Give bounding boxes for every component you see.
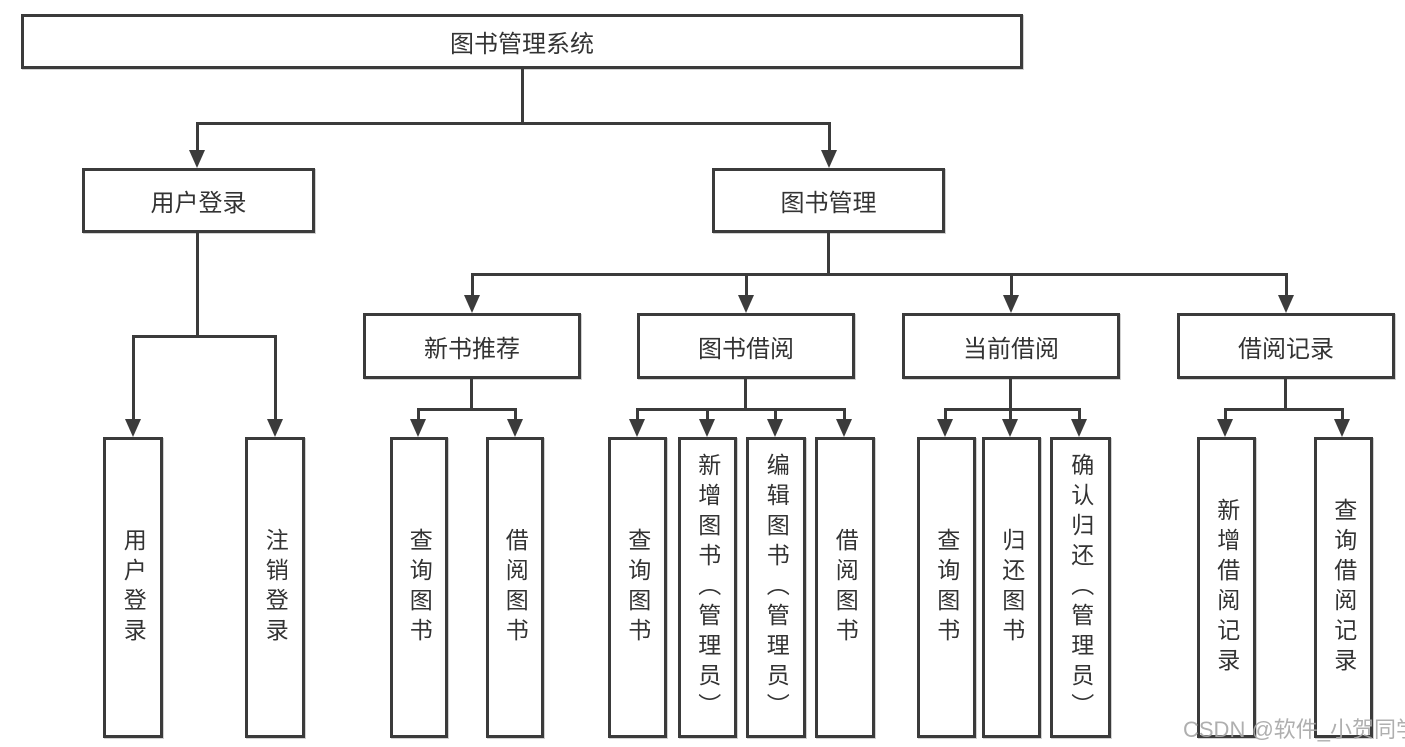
connector-recommend-stem [470, 379, 473, 408]
connector-records-drop-1 [1224, 408, 1227, 420]
node-label: 新增借阅记录 [1213, 497, 1240, 678]
leaf-user-login: 用户登录 [103, 437, 163, 738]
connector-borrowing-stem [744, 379, 747, 408]
connector-borrowing-rail [636, 408, 846, 411]
connector-mgmt-drop-1 [471, 273, 474, 297]
connector-current-rail [944, 408, 1081, 411]
node-label: 查询借阅记录 [1330, 497, 1357, 678]
arrowhead-borrowing-records [1278, 295, 1294, 313]
node-label: 图书管理 [780, 190, 877, 217]
node-borrowing-records: 借阅记录 [1177, 313, 1395, 379]
arrowhead-leaf-user-login [125, 419, 141, 437]
arrowhead-book-management [821, 150, 837, 168]
node-book-management: 图书管理 [712, 168, 945, 233]
connector-current-drop-2 [1009, 408, 1012, 420]
node-label: 借阅图书 [502, 527, 529, 648]
connector-records-drop-2 [1341, 408, 1344, 420]
node-book-borrowing: 图书借阅 [637, 313, 855, 379]
connector-mgmt-drop-2 [745, 273, 748, 297]
node-label: 注销登录 [262, 527, 289, 648]
connector-mgmt-drop-3 [1010, 273, 1013, 297]
connector-borrowing-drop-2 [706, 408, 709, 420]
arrowhead-add-borrow-record [1217, 419, 1233, 437]
node-label: 用户登录 [120, 527, 147, 648]
node-new-book-recommend: 新书推荐 [363, 313, 581, 379]
leaf-add-book-admin: 新增图书（管理员） [678, 437, 737, 738]
leaf-query-borrow-record: 查询借阅记录 [1314, 437, 1373, 738]
node-label: 用户登录 [150, 190, 247, 217]
connector-root-drop-right [828, 122, 831, 151]
connector-recommend-rail [417, 408, 517, 411]
arrowhead-current-borrowing [1003, 295, 1019, 313]
node-label: 确认归还（管理员） [1067, 452, 1094, 723]
arrowhead-query-books-2 [629, 419, 645, 437]
node-label: 借阅图书 [832, 527, 859, 648]
leaf-logout: 注销登录 [245, 437, 305, 738]
arrowhead-edit-book [767, 419, 783, 437]
connector-login-rail [132, 335, 277, 338]
arrowhead-user-login [189, 150, 205, 168]
node-label: 查询图书 [624, 527, 651, 648]
node-label: 新书推荐 [424, 335, 520, 363]
leaf-add-borrow-record: 新增借阅记录 [1197, 437, 1256, 738]
connector-recommend-drop-2 [514, 408, 517, 420]
arrowhead-query-books-1 [410, 419, 426, 437]
node-label: 当前借阅 [963, 335, 1059, 363]
connector-login-stem [196, 233, 199, 335]
node-label: 图书管理系统 [450, 31, 594, 58]
arrowhead-leaf-logout [267, 419, 283, 437]
connector-records-rail [1224, 408, 1344, 411]
connector-current-stem [1009, 379, 1012, 408]
leaf-borrow-books-recommend: 借阅图书 [486, 437, 544, 738]
connector-current-drop-1 [944, 408, 947, 420]
connector-root-drop-left [196, 122, 199, 151]
leaf-query-books-recommend: 查询图书 [390, 437, 448, 738]
arrowhead-borrow-books-1 [507, 419, 523, 437]
connector-current-drop-3 [1078, 408, 1081, 420]
node-library-management-system: 图书管理系统 [21, 14, 1023, 69]
connector-mgmt-drop-4 [1285, 273, 1288, 297]
connector-root-stem [521, 69, 524, 122]
arrowhead-new-book-recommend [464, 295, 480, 313]
node-label: 归还图书 [998, 527, 1025, 648]
watermark: CSDN @软件_小贺同学 [1183, 717, 1405, 742]
connector-borrowing-drop-1 [636, 408, 639, 420]
node-label: 查询图书 [406, 527, 433, 648]
leaf-query-books-borrowing: 查询图书 [608, 437, 667, 738]
node-user-login: 用户登录 [82, 168, 315, 233]
connector-records-stem [1284, 379, 1287, 408]
leaf-edit-book-admin: 编辑图书（管理员） [746, 437, 806, 738]
connector-mgmt-rail [471, 273, 1288, 276]
node-label: 借阅记录 [1238, 335, 1334, 363]
arrowhead-query-borrow-record [1334, 419, 1350, 437]
node-label: 图书借阅 [698, 335, 794, 363]
node-label: 编辑图书（管理员） [763, 452, 790, 723]
connector-borrowing-drop-4 [843, 408, 846, 420]
connector-login-drop-2 [274, 335, 277, 420]
leaf-borrow-books-borrowing: 借阅图书 [815, 437, 875, 738]
connector-mgmt-stem [827, 233, 830, 273]
arrowhead-borrow-books-2 [836, 419, 852, 437]
arrowhead-return-book [1002, 419, 1018, 437]
node-label: 查询图书 [933, 527, 960, 648]
node-current-borrowing: 当前借阅 [902, 313, 1120, 379]
connector-root-rail [196, 122, 830, 125]
arrowhead-query-books-3 [937, 419, 953, 437]
arrowhead-confirm-return [1071, 419, 1087, 437]
connector-recommend-drop-1 [417, 408, 420, 420]
connector-login-drop-1 [132, 335, 135, 420]
leaf-query-books-current: 查询图书 [917, 437, 976, 738]
leaf-return-book: 归还图书 [982, 437, 1041, 738]
arrowhead-add-book [699, 419, 715, 437]
connector-borrowing-drop-3 [774, 408, 777, 420]
arrowhead-book-borrowing [738, 295, 754, 313]
leaf-confirm-return-admin: 确认归还（管理员） [1050, 437, 1111, 738]
node-label: 新增图书（管理员） [694, 452, 721, 723]
